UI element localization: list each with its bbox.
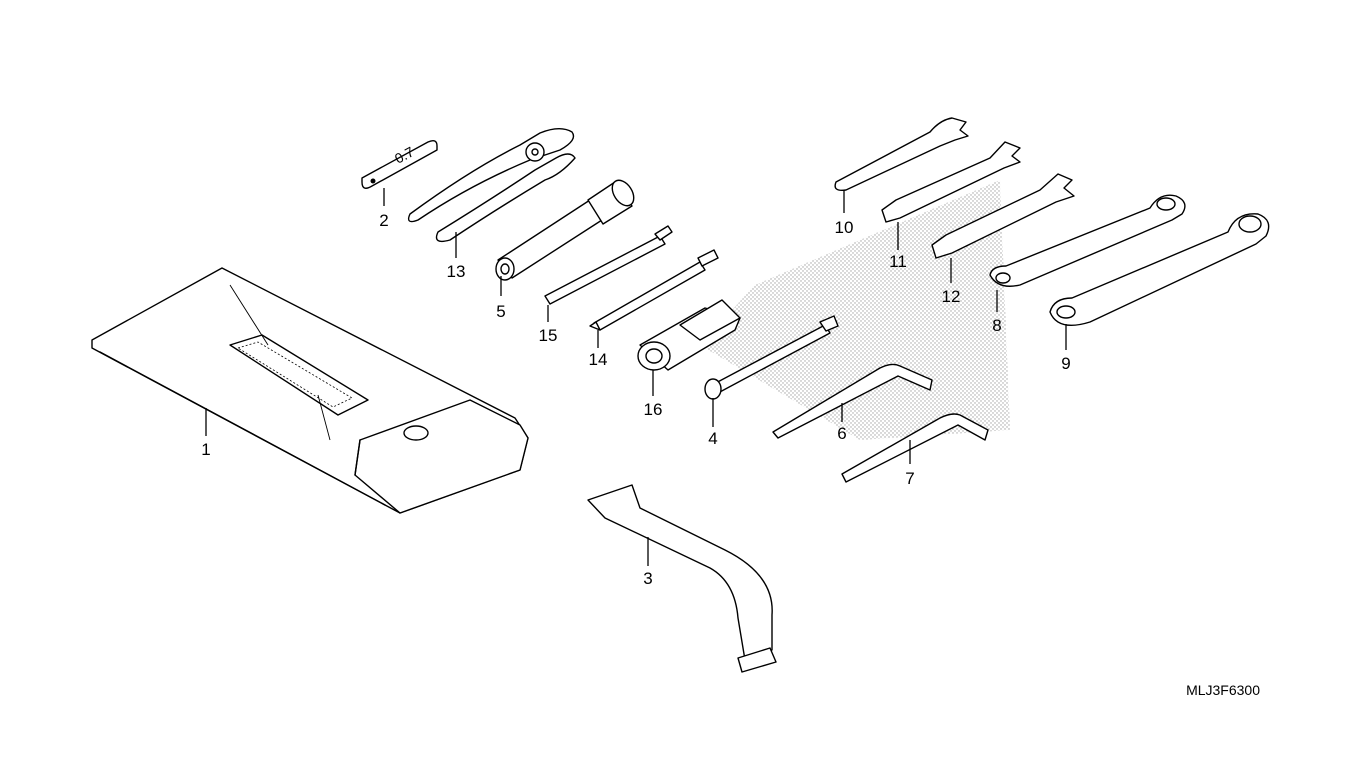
tool-strap <box>587 484 777 673</box>
tool-bag <box>91 267 529 514</box>
callout-8: 8 <box>992 316 1001 335</box>
hex-key-small <box>841 413 989 483</box>
open-wrench-2 <box>881 141 1021 223</box>
callout-1: 1 <box>201 440 210 459</box>
screwdriver-handle <box>637 299 741 371</box>
leader-lines <box>205 188 1067 566</box>
callout-7: 7 <box>905 469 914 488</box>
callout-9: 9 <box>1061 354 1070 373</box>
flat-screwdriver-shaft <box>544 225 673 305</box>
callout-15: 15 <box>539 326 558 345</box>
open-wrench-3 <box>931 173 1075 259</box>
callouts: 1 2 3 4 5 6 7 8 9 10 11 12 13 14 15 16 <box>201 211 1070 588</box>
callout-14: 14 <box>589 350 608 369</box>
callout-2: 2 <box>379 211 388 230</box>
diagram-code: MLJ3F6300 <box>1186 682 1260 698</box>
callout-3: 3 <box>643 569 652 588</box>
socket-wrench <box>495 179 635 281</box>
callout-4: 4 <box>708 429 717 448</box>
callout-5: 5 <box>496 302 505 321</box>
callout-16: 16 <box>644 400 663 419</box>
callout-10: 10 <box>835 218 854 237</box>
combination-wrench-9 <box>1049 213 1270 326</box>
callout-6: 6 <box>837 424 846 443</box>
callout-11: 11 <box>889 252 907 271</box>
callout-12: 12 <box>942 287 961 306</box>
halftone-watermark <box>700 180 1010 440</box>
feeler-gauge: 0.7 <box>361 139 438 189</box>
pliers <box>407 128 576 243</box>
combination-wrench-8 <box>989 194 1186 287</box>
open-wrench-1 <box>834 117 969 192</box>
extension-bar <box>704 315 839 400</box>
phillips-screwdriver-shaft <box>589 249 719 331</box>
callout-13: 13 <box>447 262 466 281</box>
hex-key-large <box>772 363 933 439</box>
